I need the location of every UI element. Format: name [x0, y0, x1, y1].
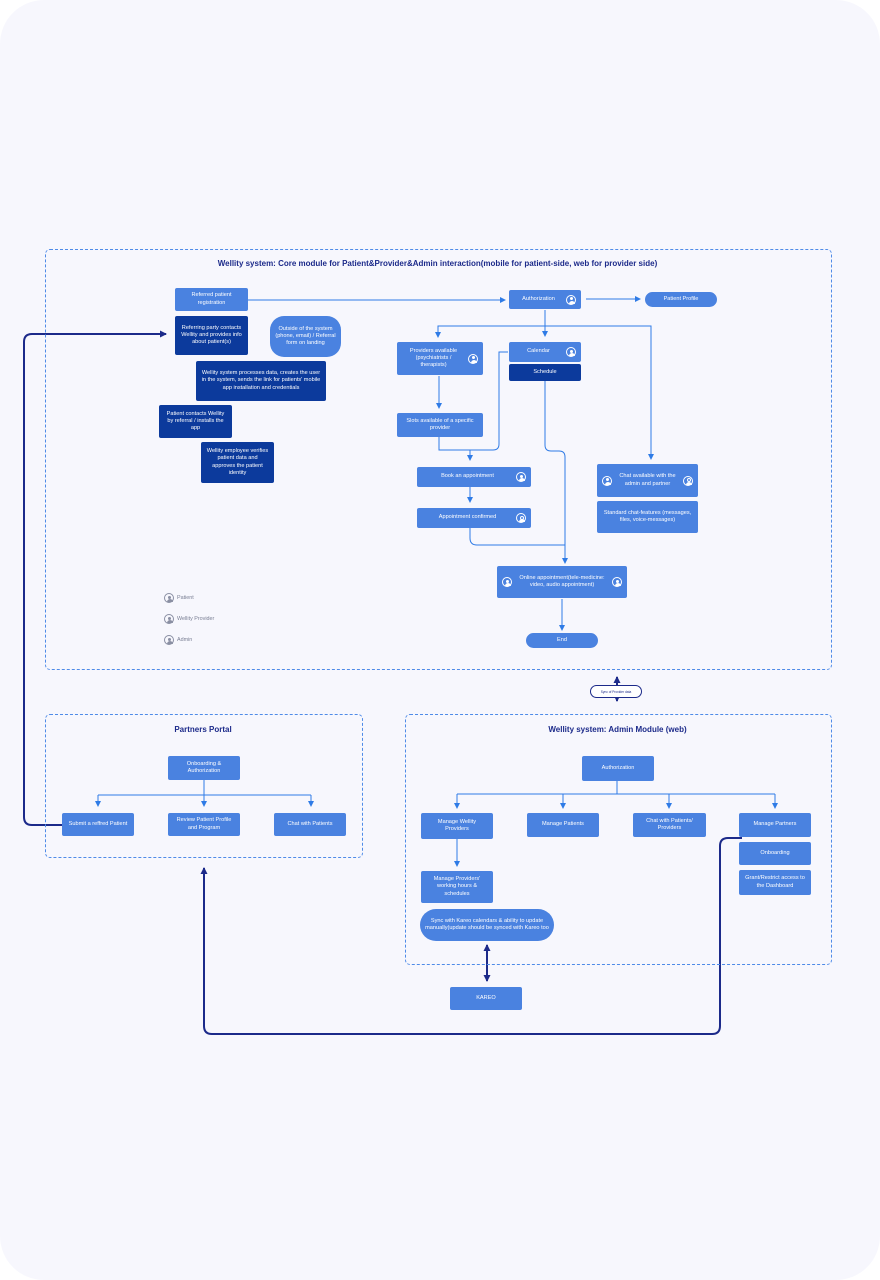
system-processes-label: Wellity system processes data, creates t…	[201, 370, 321, 391]
manage-patients-label: Manage Patients	[542, 821, 584, 828]
chat-available-label: Chat available with the admin and partne…	[619, 473, 676, 487]
core-authorization-label: Authorization	[522, 295, 555, 302]
patient-legend-icon	[164, 593, 174, 603]
legend-provider-label: Wellity Provider	[177, 616, 215, 622]
partners-chat-label: Chat with Patients	[287, 820, 333, 827]
calendar-label: Calendar	[527, 348, 550, 355]
manage-wellity-providers[interactable]: Manage Wellity Providers	[421, 813, 493, 839]
manage-partners[interactable]: Manage Partners	[739, 813, 811, 837]
admin-chat[interactable]: Chat with Patients/ Providers	[633, 813, 706, 837]
partners-portal-title: Partners Portal	[174, 725, 232, 734]
online-appointment[interactable]: Online appointment(tele-medicine: video,…	[497, 566, 627, 598]
partners-portal-region	[45, 714, 363, 858]
sync-provider-data-badge: Sync of Provider data	[590, 685, 642, 698]
admin-icon	[516, 513, 526, 523]
admin-legend-icon	[164, 635, 174, 645]
sync-kareo-label: Sync with Kareo calendars & ability to u…	[425, 917, 549, 931]
providers-available-label: Providers available (psychiatrists / the…	[409, 347, 458, 369]
core-module-region	[45, 249, 832, 670]
grant-restrict-access[interactable]: Grant/Restrict access to the Dashboard	[739, 870, 811, 895]
online-appointment-label: Online appointment(tele-medicine: video,…	[519, 574, 605, 588]
legend-provider: Wellity Provider	[164, 614, 214, 624]
employee-verifies-patient[interactable]: Wellity employee verifies patient data a…	[201, 442, 274, 483]
book-appointment-label: Book an appointment	[441, 473, 494, 480]
end-label: End	[557, 636, 567, 643]
admin-onboarding[interactable]: Onboarding	[739, 842, 811, 865]
admin-authorization[interactable]: Authorization	[582, 756, 654, 781]
manage-providers-label: Manage Wellity Providers	[437, 818, 477, 832]
submit-referred-patient[interactable]: Submit a reffred Patient	[62, 813, 134, 836]
patient-icon	[468, 353, 478, 364]
chat-features-label: Standard chat-features (messages, files,…	[603, 509, 692, 523]
referring-party-contacts[interactable]: Referring party contacts Wellity and pro…	[175, 316, 248, 355]
patient-icon	[566, 347, 576, 357]
patient-contacts-wellity[interactable]: Patient contacts Wellity by referral / i…	[159, 405, 232, 438]
legend-admin-label: Admin	[177, 637, 193, 643]
legend-patient-label: Patient	[177, 595, 194, 601]
standard-chat-features: Standard chat-features (messages, files,…	[597, 501, 698, 533]
patient-icon	[502, 577, 512, 587]
manage-working-hours[interactable]: Manage Providers' working hours & schedu…	[421, 871, 493, 903]
end: End	[526, 633, 598, 648]
chat-available[interactable]: Chat available with the admin and partne…	[597, 464, 698, 497]
kareo[interactable]: KAREO	[450, 987, 522, 1010]
patient-profile-label: Patient Profile	[663, 295, 699, 302]
kareo-label: KAREO	[476, 994, 496, 1001]
admin-chat-label: Chat with Patients/ Providers	[646, 817, 693, 831]
partners-onboarding[interactable]: Onboarding & Authorization	[168, 756, 240, 780]
referred-patient-label: Referred patient registration	[191, 292, 232, 306]
manage-partners-label: Manage Partners	[753, 821, 797, 828]
admin-onboarding-label: Onboarding	[760, 849, 790, 856]
outside-of-system-note: Outside of the system (phone, email) / R…	[270, 316, 341, 357]
working-hours-label: Manage Providers' working hours & schedu…	[433, 876, 481, 897]
admin-icon	[683, 475, 693, 486]
patient-icon	[516, 472, 526, 482]
submit-referred-label: Submit a reffred Patient	[68, 820, 128, 827]
admin-module-region	[405, 714, 832, 965]
sync-badge-label: Sync of Provider data	[600, 689, 632, 694]
patient-icon	[566, 294, 576, 305]
legend-admin: Admin	[164, 635, 192, 645]
appointment-confirmed-label: Appointment confirmed	[438, 514, 497, 521]
patient-icon	[602, 475, 612, 486]
outside-of-system-label: Outside of the system (phone, email) / R…	[275, 325, 336, 347]
manage-patients[interactable]: Manage Patients	[527, 813, 599, 837]
appointment-confirmed[interactable]: Appointment confirmed	[417, 508, 531, 528]
sync-with-kareo[interactable]: Sync with Kareo calendars & ability to u…	[420, 909, 554, 941]
slots-available[interactable]: Slots available of a specific provider	[397, 413, 483, 437]
review-patient-label: Review Patient Profile and Program	[176, 817, 232, 831]
referring-party-label: Referring party contacts Wellity and pro…	[181, 324, 242, 346]
referred-patient-registration[interactable]: Referred patient registration	[175, 288, 248, 311]
patient-profile[interactable]: Patient Profile	[645, 292, 717, 307]
schedule[interactable]: Schedule	[509, 364, 581, 381]
schedule-label: Schedule	[533, 368, 557, 375]
system-processes-data[interactable]: Wellity system processes data, creates t…	[196, 361, 326, 401]
partners-chat-with-patients[interactable]: Chat with Patients	[274, 813, 346, 836]
patient-contacts-label: Patient contacts Wellity by referral / i…	[166, 410, 225, 432]
providers-available[interactable]: Providers available (psychiatrists / the…	[397, 342, 483, 375]
grant-restrict-label: Grant/Restrict access to the Dashboard	[745, 875, 805, 889]
review-patient-profile[interactable]: Review Patient Profile and Program	[168, 813, 240, 836]
legend-patient: Patient	[164, 593, 194, 603]
core-authorization[interactable]: Authorization	[509, 290, 581, 309]
admin-module-title: Wellity system: Admin Module (web)	[548, 725, 687, 734]
provider-icon	[612, 577, 622, 587]
admin-authorization-label: Authorization	[601, 764, 635, 771]
provider-legend-icon	[164, 614, 174, 624]
calendar[interactable]: Calendar	[509, 342, 581, 362]
partners-onboarding-label: Onboarding & Authorization	[186, 760, 222, 774]
employee-verifies-label: Wellity employee verifies patient data a…	[206, 447, 269, 476]
book-appointment[interactable]: Book an appointment	[417, 467, 531, 487]
slots-available-label: Slots available of a specific provider	[406, 417, 474, 431]
core-module-title: Wellity system: Core module for Patient&…	[217, 259, 658, 268]
